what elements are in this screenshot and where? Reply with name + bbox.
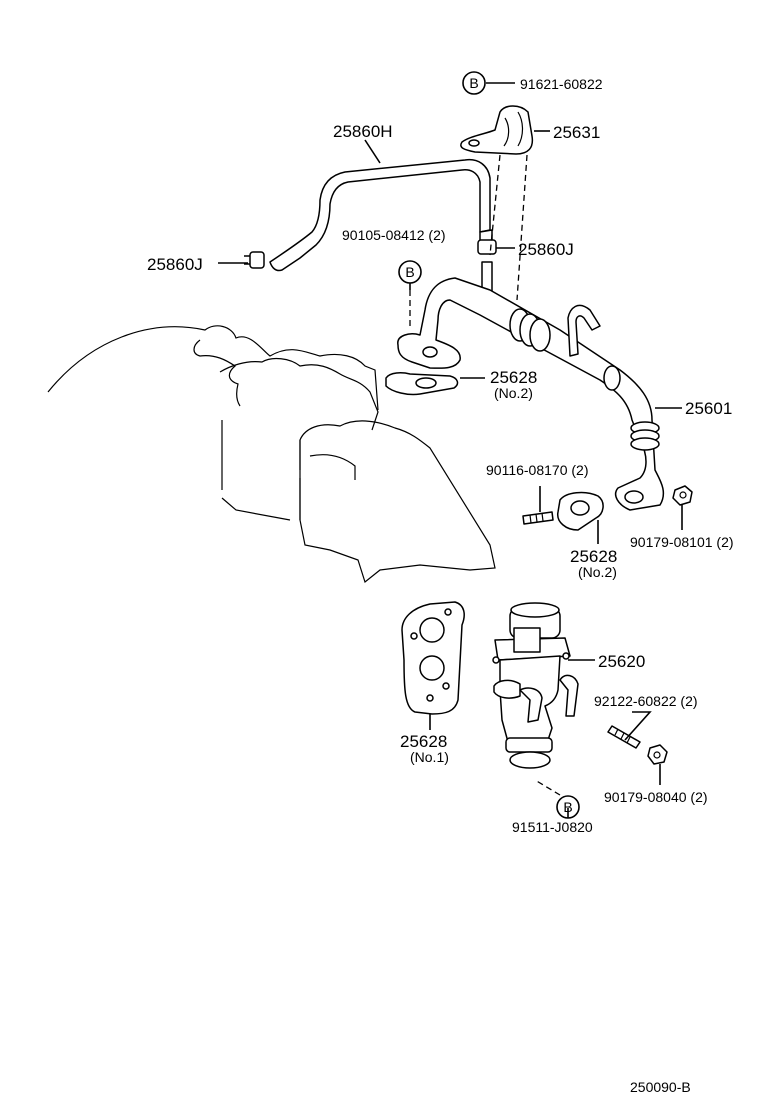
label-25860j-right: 25860J xyxy=(518,240,574,259)
svg-text:B: B xyxy=(405,264,414,280)
stud-90116[interactable] xyxy=(522,511,554,525)
label-25860j-left: 25860J xyxy=(147,255,203,274)
hose-clamp-right[interactable] xyxy=(477,239,497,255)
diagram-code: 250090-B xyxy=(630,1079,691,1095)
label-25628-middle-sub: (No.2) xyxy=(578,564,617,580)
label-25628-lower: 25628 xyxy=(400,732,447,751)
label-92122-60822: 92122-60822 (2) xyxy=(594,693,698,709)
label-25628-middle: 25628 xyxy=(570,547,617,566)
label-90116-08170: 90116-08170 (2) xyxy=(486,462,588,478)
label-91621-60822: 91621-60822 xyxy=(520,76,603,92)
assembly-lines xyxy=(409,154,561,796)
nut-90179-08040[interactable] xyxy=(647,744,668,765)
gasket-25628-upper[interactable] xyxy=(385,372,459,396)
callout-b-top: B xyxy=(462,71,486,95)
label-25628-lower-sub: (No.1) xyxy=(410,749,449,765)
gasket-25628-middle[interactable] xyxy=(557,491,604,531)
gasket-25628-lower[interactable] xyxy=(401,601,465,715)
label-25631: 25631 xyxy=(553,123,600,142)
egr-valve-25620[interactable] xyxy=(492,602,579,769)
leader-lines xyxy=(218,82,683,818)
label-25620: 25620 xyxy=(598,652,645,671)
label-25601: 25601 xyxy=(685,399,732,418)
egr-pipe-25601[interactable] xyxy=(397,261,665,511)
label-91511-j0820: 91511-J0820 xyxy=(512,819,593,835)
label-25628-upper: 25628 xyxy=(490,368,537,387)
label-90105-08412: 90105-08412 (2) xyxy=(342,227,446,243)
callout-b-middle: B xyxy=(398,260,422,284)
stud-92122[interactable] xyxy=(607,725,641,749)
svg-text:B: B xyxy=(563,799,572,815)
engine-block-outline xyxy=(47,325,496,584)
callout-b-bottom: B xyxy=(556,795,580,819)
nut-90179-08101[interactable] xyxy=(672,485,693,506)
svg-text:B: B xyxy=(469,75,478,91)
label-90179-08101: 90179-08101 (2) xyxy=(630,534,734,550)
label-25860h: 25860H xyxy=(333,122,393,141)
label-90179-08040: 90179-08040 (2) xyxy=(604,789,708,805)
vacuum-hose-25860h[interactable] xyxy=(269,158,493,272)
label-25628-upper-sub: (No.2) xyxy=(494,385,533,401)
hose-clamp-left[interactable] xyxy=(244,251,265,269)
bracket-25631[interactable] xyxy=(460,105,534,155)
